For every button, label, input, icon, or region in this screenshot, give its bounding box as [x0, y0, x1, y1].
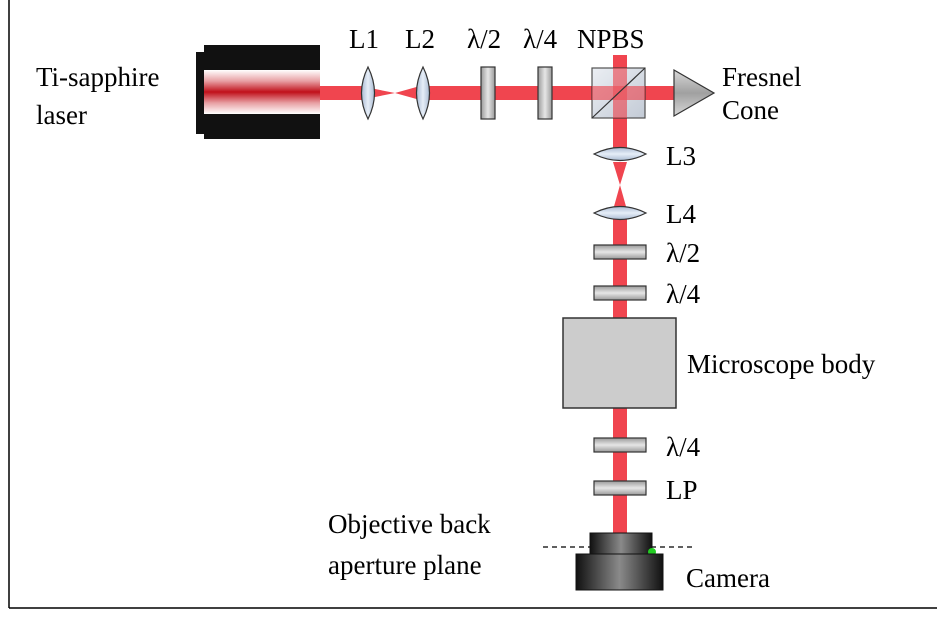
half-wave-plate-vertical — [593, 244, 647, 260]
half-wave-plate-top-label: λ/2 — [467, 24, 501, 54]
half-wave-plate-top — [480, 66, 496, 120]
quarter-wave-plate-top-label: λ/4 — [523, 24, 558, 54]
lens-l1-label: L1 — [349, 24, 379, 54]
linear-polarizer — [593, 480, 647, 496]
fresnel-cone — [673, 68, 716, 118]
microscope-body-label: Microscope body — [687, 349, 876, 379]
quarter-wave-plate-top — [537, 66, 553, 120]
figure-frame — [8, 0, 937, 609]
lens-l3-label: L3 — [666, 141, 696, 171]
lens-l2-label: L2 — [405, 24, 435, 54]
fresnel-label-line1: Fresnel — [722, 62, 801, 92]
lens-l4 — [592, 205, 648, 221]
laser-label-line1: Ti-sapphire — [36, 62, 160, 92]
linear-polarizer-label: LP — [666, 475, 698, 505]
lens-l1 — [360, 65, 376, 121]
camera — [575, 532, 664, 591]
quarter-wave-plate-lower — [593, 437, 647, 453]
laser-label-line2: laser — [36, 100, 87, 130]
lens-l3 — [592, 146, 648, 162]
lens-l2 — [415, 65, 431, 121]
microscope-body — [562, 317, 677, 409]
quarter-wave-plate-lower-label: λ/4 — [666, 432, 701, 462]
quarter-wave-plate-vertical — [593, 285, 647, 301]
fresnel-label-line2: Cone — [722, 95, 779, 125]
half-wave-plate-vertical-label: λ/2 — [666, 238, 700, 268]
lens-l4-label: L4 — [666, 199, 696, 229]
npbs-label: NPBS — [577, 24, 645, 54]
npbs-cube — [591, 67, 646, 119]
ti-sapphire-laser — [196, 45, 320, 139]
camera-label: Camera — [686, 563, 770, 593]
objective-label-line1: Objective back — [328, 509, 491, 539]
quarter-wave-plate-vertical-label: λ/4 — [666, 279, 701, 309]
objective-label-line2: aperture plane — [328, 550, 482, 580]
